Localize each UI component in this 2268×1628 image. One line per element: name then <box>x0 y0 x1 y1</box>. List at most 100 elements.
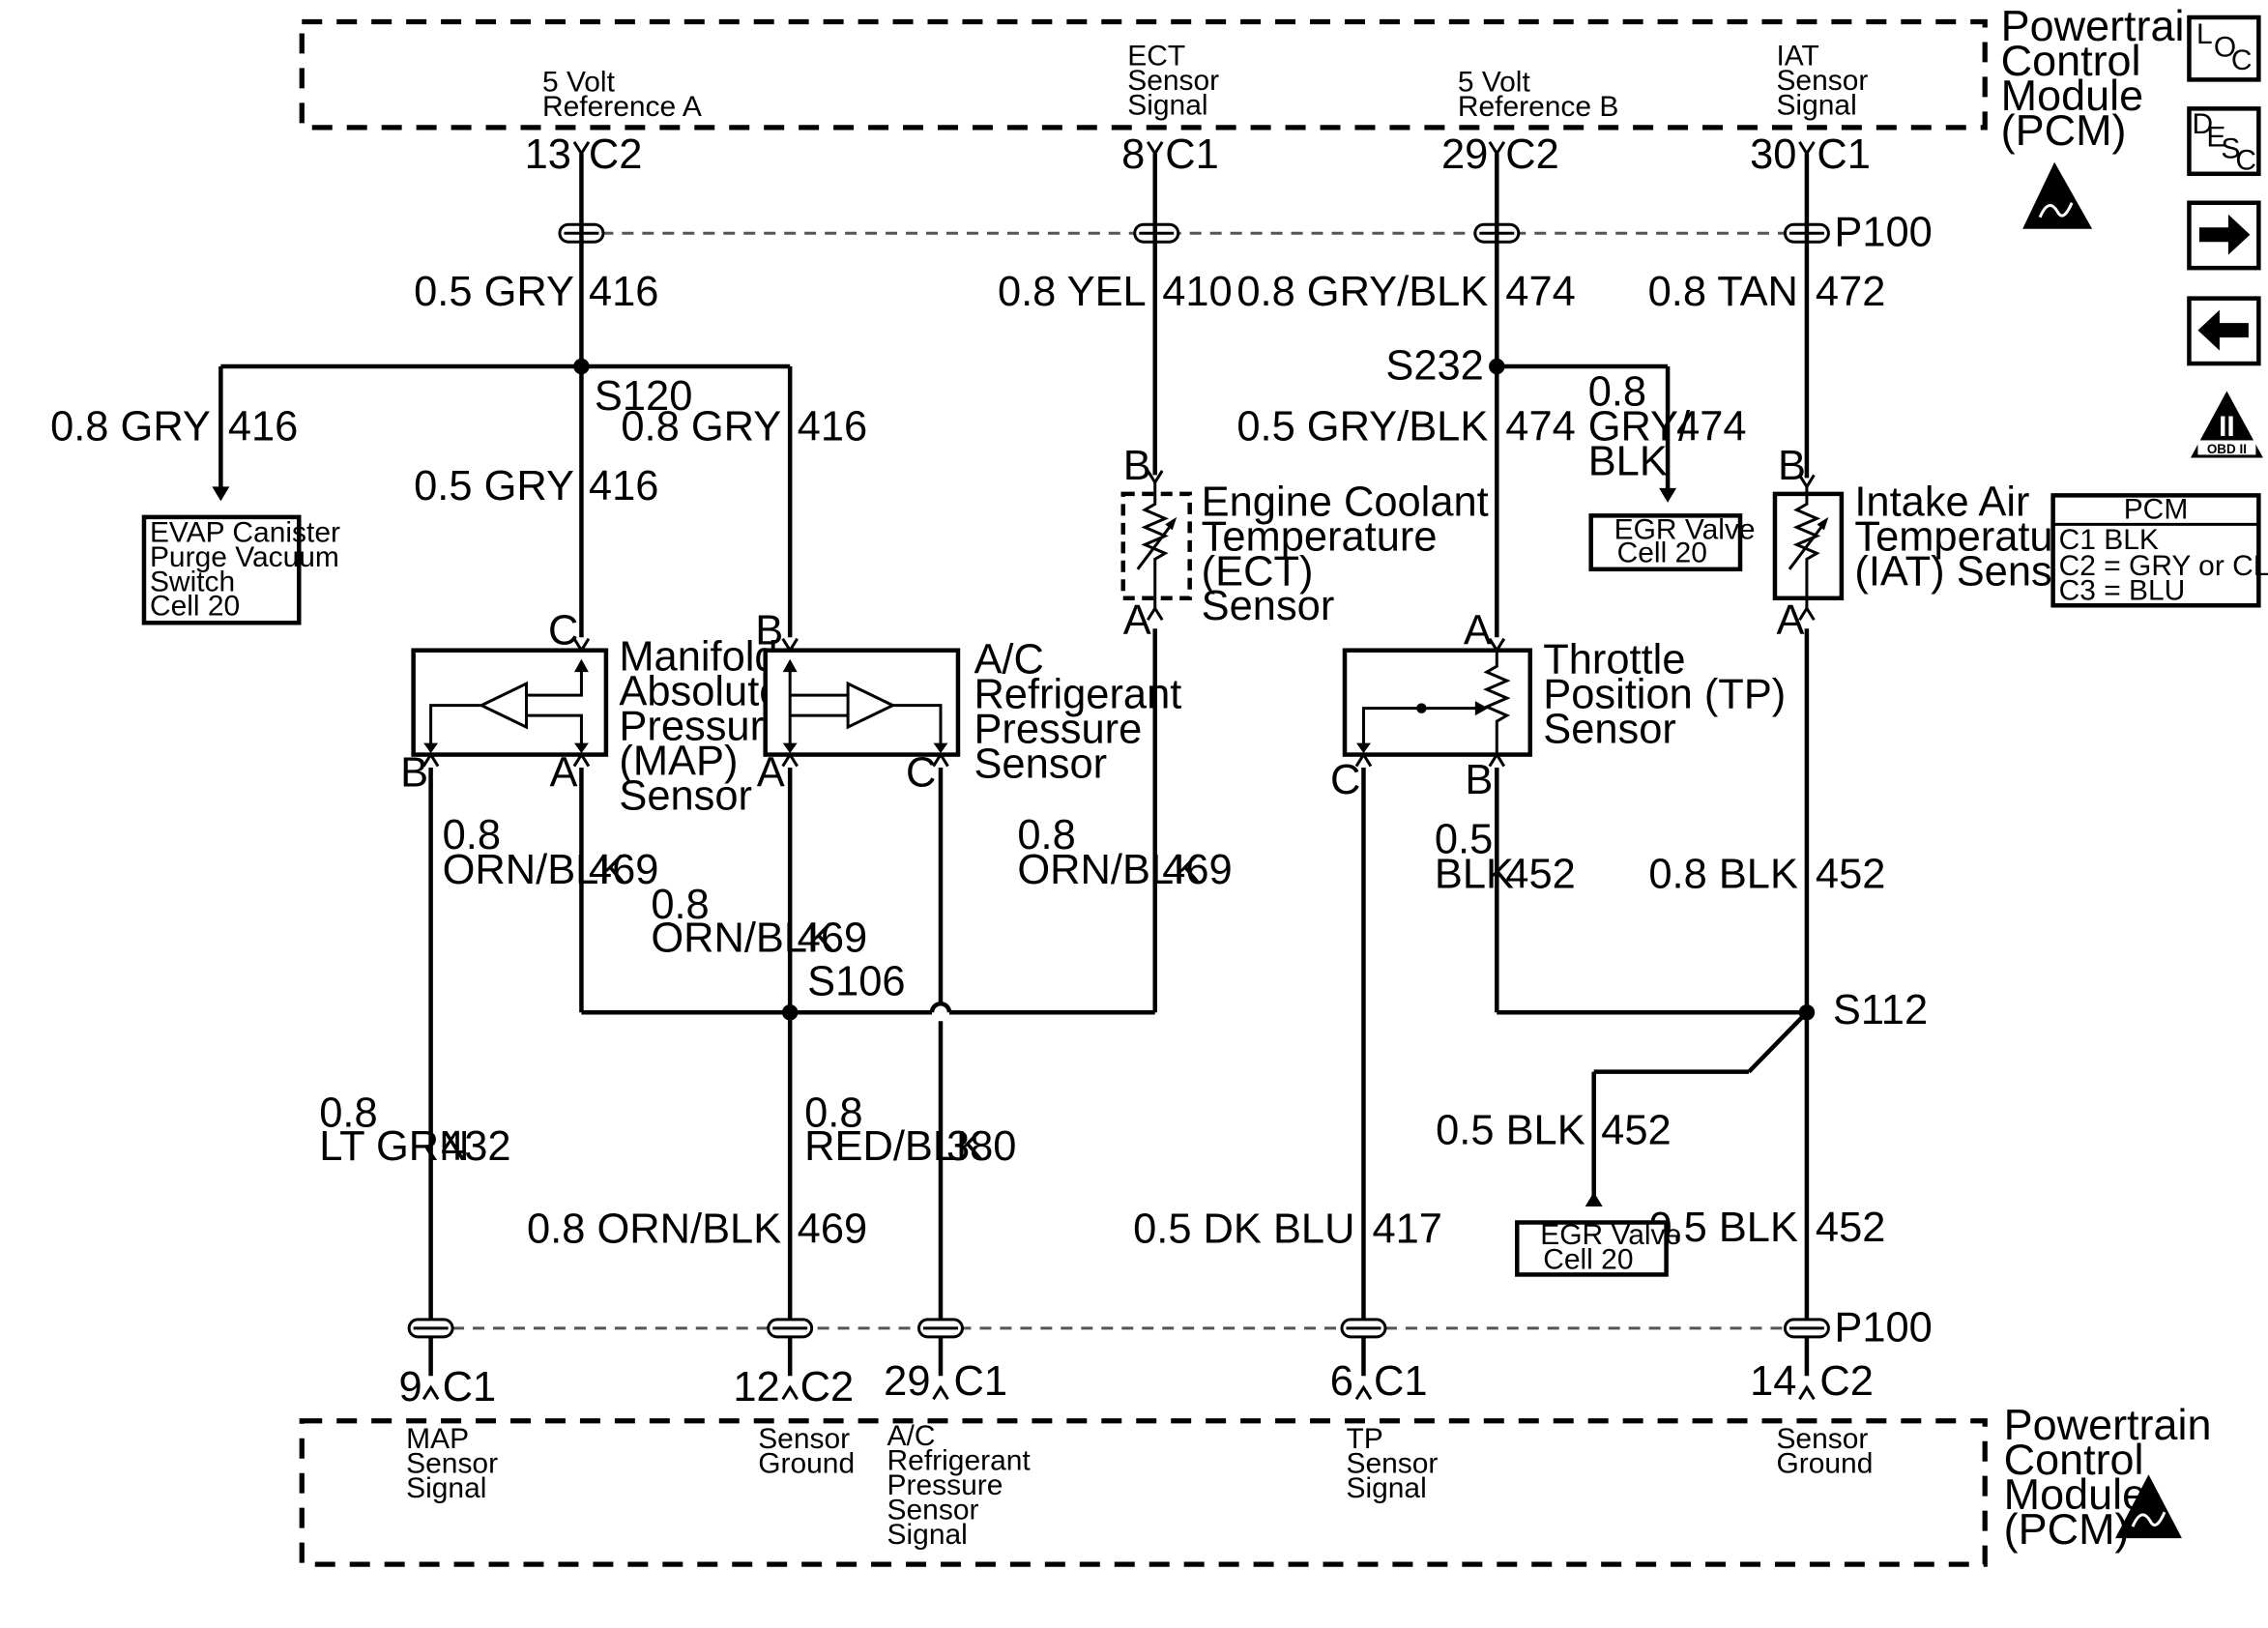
terminal-label: B <box>400 750 428 797</box>
wire-circuit: 452 <box>1505 851 1575 897</box>
splice-s106: S106 <box>781 958 906 1021</box>
wire-circuit: 469 <box>1162 847 1232 893</box>
wire-circuit: 416 <box>228 403 298 450</box>
signal-label: IAT <box>1776 40 1818 72</box>
loc-button[interactable]: L O C <box>2187 15 2261 82</box>
wire-spec: 0.8 GRY <box>621 403 781 450</box>
pin-connector: C1 <box>1165 131 1219 178</box>
pcm-top: Powertrain Control Module (PCM) 5 Volt R… <box>299 1 2209 229</box>
ref-box-line: EGR Valve <box>1540 1219 1681 1251</box>
ect-sensor: B A Engine Coolant Temperature (ECT) Sen… <box>1120 443 1489 644</box>
esd-warning-icon <box>2022 161 2093 229</box>
wire-circuit: 416 <box>589 269 658 315</box>
wire-circuit: 452 <box>1601 1108 1671 1154</box>
wire-spec: 0.8 <box>651 882 709 928</box>
pin-number: 12 <box>733 1364 779 1410</box>
signal-label: ECT <box>1127 40 1185 72</box>
egr-valve-reference-box-top[interactable]: EGR Valve Cell 20 <box>1588 513 1756 572</box>
wire-circuit: 380 <box>946 1123 1016 1170</box>
terminal-label: A <box>1776 597 1804 644</box>
pcm-bottom-title-line: Powertrain <box>2004 1400 2212 1449</box>
wire-spec: 0.8 <box>1017 812 1075 858</box>
pin-number: 6 <box>1330 1358 1353 1405</box>
evap-reference-box[interactable]: EVAP Canister Purge Vacuum Switch Cell 2… <box>141 514 340 625</box>
wire-label-gryblk-474-mid: 0.5 GRY/BLK 474 <box>1236 403 1575 450</box>
terminal-label: B <box>1123 443 1151 489</box>
legend-row: C2 = GRY or CLEAR <box>2059 550 2268 582</box>
wire-spec: 0.8 <box>804 1090 862 1137</box>
pcm-bottom-signal-labels: MAP Sensor Signal Sensor Ground A/C Refr… <box>406 1420 1873 1551</box>
wire-spec: 0.8 GRY <box>50 403 211 450</box>
pin-connector: C2 <box>1505 131 1559 178</box>
pin-connector: C2 <box>800 1364 855 1410</box>
ref-box-line: Cell 20 <box>1543 1243 1633 1275</box>
pin-8-c1: 8 C1 <box>1121 131 1219 178</box>
signal-label: Signal <box>406 1472 486 1504</box>
signal-label: Sensor <box>1776 65 1868 97</box>
pcm-bottom-pins: 9 C1 12 C2 29 C1 6 C1 14 C2 <box>398 1358 1873 1410</box>
wire-circuit: 416 <box>589 463 658 509</box>
wire-spec: ORN/BLK <box>1017 847 1202 893</box>
pin-connector: C2 <box>589 131 643 178</box>
splice-label: S106 <box>807 958 905 1004</box>
signal-label: Signal <box>1127 89 1207 121</box>
terminal-label: B <box>1465 757 1493 803</box>
signal-label: 5 Volt <box>542 66 616 98</box>
wire-spec: ORN/BLK <box>443 847 627 893</box>
wire-label-blk-452-bottom: 0.5 BLK 452 <box>1648 1205 1885 1251</box>
signal-label: Ground <box>1776 1448 1873 1480</box>
wire-spec: 0.8 TAN <box>1648 269 1798 315</box>
map-sensor: C B A Manifold Absolute Pressure (MAP) S… <box>400 608 787 820</box>
wire-label-gry-416-ac: 0.8 GRY 416 <box>621 403 867 450</box>
wire-circuit: 417 <box>1372 1206 1441 1252</box>
egr-valve-reference-box-bottom[interactable]: EGR Valve Cell 20 <box>1515 1219 1681 1277</box>
pcm-bottom-title: Powertrain Control Module (PCM) <box>2004 1400 2212 1554</box>
desc-letter: S <box>2221 132 2240 164</box>
splice-s112: S112 <box>1798 987 1928 1033</box>
wire-spec: 0.8 <box>319 1090 377 1137</box>
obd-ii-button[interactable]: II OBD II <box>2190 391 2263 458</box>
wire-spec: 0.5 <box>1435 816 1493 862</box>
signal-label: Sensor <box>406 1448 498 1480</box>
component-label: Refrigerant <box>974 672 1181 718</box>
splice-label: S120 <box>595 373 692 420</box>
wire-spec: 0.8 YEL <box>998 269 1147 315</box>
signal-label: Sensor <box>1127 65 1219 97</box>
component-label: Intake Air <box>1854 479 2029 525</box>
ref-box-line: EGR Valve <box>1614 513 1756 545</box>
pin-13-c2: 13 C2 <box>525 131 643 178</box>
ref-box-line: Cell 20 <box>150 591 240 623</box>
component-label: A/C <box>974 637 1043 683</box>
pin-number: 29 <box>1441 131 1488 178</box>
wire-circuit: 474 <box>1505 403 1575 450</box>
wire-label-blk-452-iat: 0.8 BLK 452 <box>1648 851 1885 897</box>
next-page-button[interactable] <box>2187 200 2261 271</box>
terminal-label: B <box>1778 443 1806 489</box>
component-label: (MAP) <box>619 739 738 785</box>
terminal-label: C <box>906 750 936 797</box>
pcm-top-title: Powertrain Control Module (PCM) <box>2001 1 2209 155</box>
desc-button[interactable]: D E S C <box>2187 106 2261 176</box>
wire-label-gryblk-474-top: 0.8 GRY/BLK 474 <box>1236 269 1575 315</box>
pcm-top-title-line: Control <box>2001 36 2141 85</box>
component-label: Sensor <box>1543 707 1676 753</box>
pin-29-c1: 29 C1 <box>884 1358 1007 1405</box>
terminal-label: C <box>548 608 578 654</box>
pin-number: 9 <box>398 1364 422 1410</box>
component-label: (IAT) Sensor <box>1854 548 2089 595</box>
wire-circuit: 474 <box>1505 269 1575 315</box>
component-label: Sensor <box>1202 583 1335 629</box>
wire-spec: 0.5 GRY <box>414 463 574 509</box>
wire-label-orn-469-map: 0.8 ORN/BLK 469 <box>443 812 659 893</box>
wire-label-blk-452-tp: 0.5 BLK 452 <box>1435 816 1576 897</box>
wire-circuit: 472 <box>1816 269 1885 315</box>
previous-page-button[interactable] <box>2187 296 2261 366</box>
wire-labels: 0.5 GRY 416 0.8 YEL 410 0.8 GRY/BLK 474 … <box>50 269 1885 1252</box>
wire-spec: 0.5 BLK <box>1648 1205 1798 1251</box>
pin-12-c2: 12 C2 <box>733 1364 854 1410</box>
splices: S120 S232 S106 S112 <box>573 343 1928 1033</box>
legend-row: C1 BLK <box>2059 524 2159 556</box>
obd-ii-label: OBD II <box>2207 442 2247 456</box>
terminal-label: A <box>1464 608 1492 654</box>
pcm-bottom-title-line: Module <box>2004 1469 2146 1519</box>
